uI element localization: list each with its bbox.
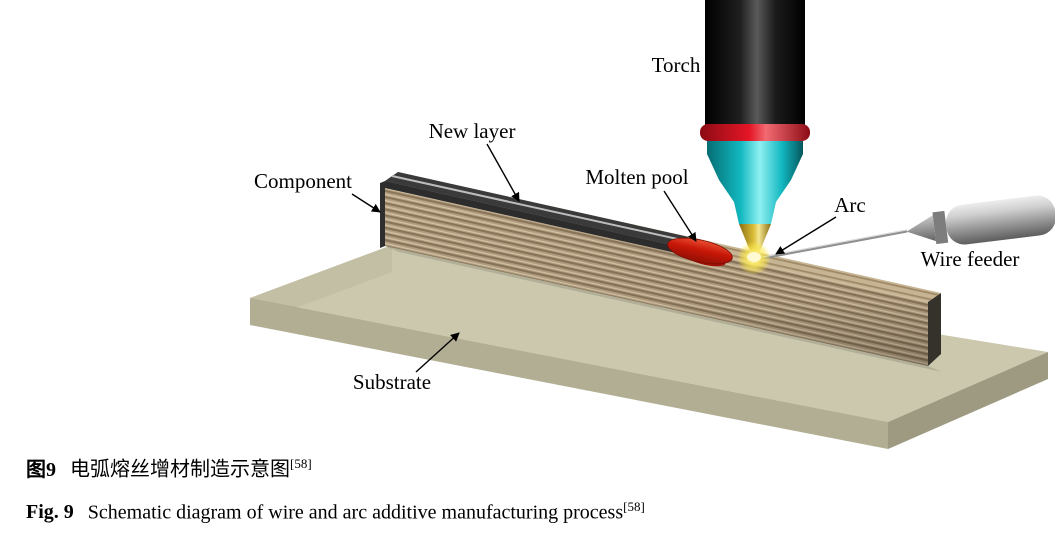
annotations: Torch New layer Component Molten pool Ar…: [254, 53, 1019, 394]
caption-en-ref: [58]: [623, 498, 645, 514]
caption-en-label: Fig. 9: [26, 501, 74, 524]
arrow-arc: [775, 216, 837, 255]
substrate-front-face: [250, 298, 888, 449]
label-molten-pool: Molten pool: [585, 165, 688, 189]
caption-zh-ref: [58]: [290, 456, 312, 471]
wire-feeder-body: [945, 195, 1055, 245]
arc: [737, 241, 771, 275]
wall-right-end: [928, 293, 941, 366]
wire: [756, 229, 908, 261]
substrate: [250, 245, 1048, 449]
wire-feeder-collar: [932, 210, 949, 245]
caption-zh-label: 图9: [26, 458, 56, 481]
arrow-molten-pool: [663, 190, 697, 242]
label-wire-feeder: Wire feeder: [921, 247, 1020, 271]
label-arc: Arc: [834, 193, 865, 217]
caption-zh: 图9 电弧熔丝增材制造示意图[58]: [26, 449, 645, 485]
caption-en: Fig. 9 Schematic diagram of wire and arc …: [26, 492, 645, 528]
wall-shadow: [385, 246, 942, 372]
caption-en-text: Schematic diagram of wire and arc additi…: [87, 501, 624, 524]
arrow-substrate: [415, 332, 460, 373]
molten-pool-body: [667, 237, 733, 265]
substrate-right-face: [888, 352, 1048, 449]
label-torch: Torch: [652, 53, 701, 77]
arc-core: [747, 252, 761, 262]
wire-highlight: [756, 229, 908, 259]
new-layer-front-band: [385, 181, 676, 253]
new-layer: [385, 172, 689, 253]
wire-feeder: [906, 195, 1055, 245]
substrate-top-face: [250, 245, 1048, 422]
torch-nozzle: [707, 141, 803, 224]
label-component: Component: [254, 169, 352, 193]
molten-pool: [667, 237, 733, 267]
new-layer-highlight: [391, 175, 683, 241]
torch-body: [705, 0, 805, 126]
caption-zh-text: 电弧熔丝增材制造示意图: [70, 458, 290, 481]
wall-front-shading: [385, 181, 928, 366]
wire-feeder-tip: [906, 215, 936, 242]
arrow-new-layer: [486, 143, 520, 202]
wire-line: [756, 229, 908, 261]
torch-red-ring: [700, 124, 810, 141]
label-new-layer: New layer: [429, 119, 516, 143]
torch: [700, 0, 810, 260]
arrow-component: [351, 193, 381, 213]
label-substrate: Substrate: [353, 370, 431, 394]
wall-left-end: [380, 181, 385, 248]
